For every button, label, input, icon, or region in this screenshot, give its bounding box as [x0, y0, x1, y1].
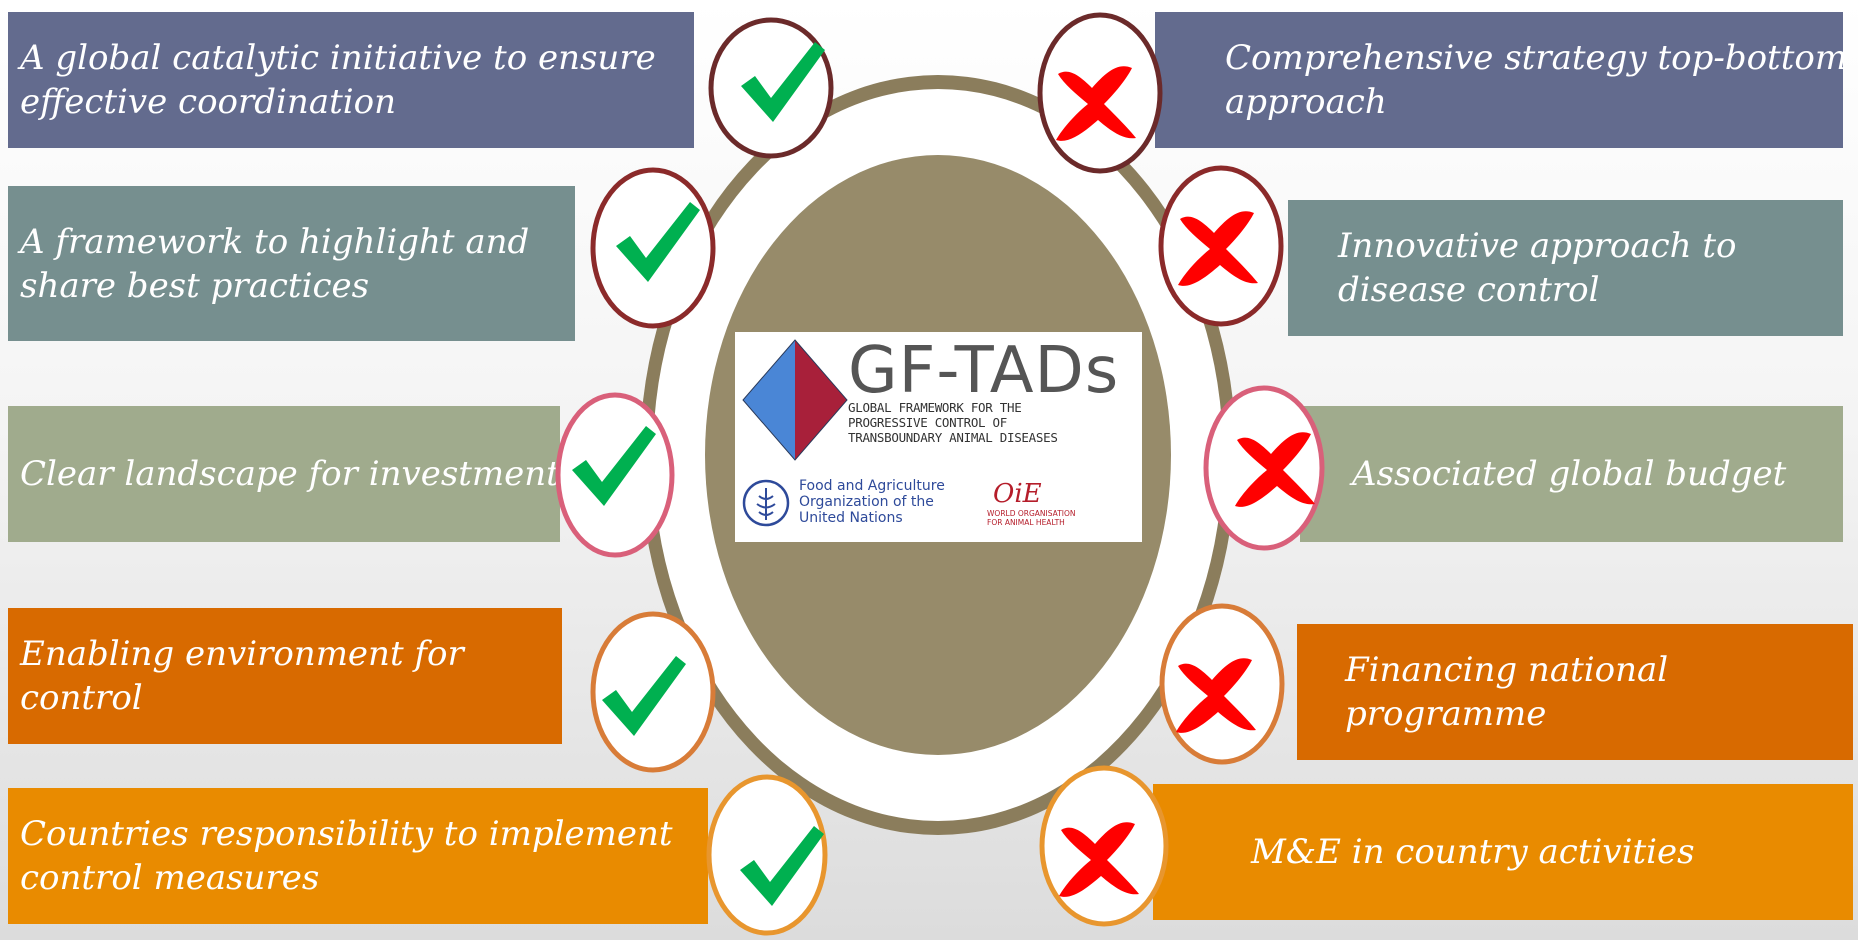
oie-name: WORLD ORGANISATION FOR ANIMAL HEALTH	[987, 509, 1076, 527]
fao-name-line-2: Organization of the	[799, 494, 934, 510]
check-circle-3	[555, 392, 675, 558]
right-item-3: Associated global budget	[1300, 406, 1843, 542]
left-item-2-line-1: A framework to highlight and	[20, 221, 530, 262]
left-item-5-line-1: Countries responsibility to implement	[20, 814, 673, 854]
fao-emblem-icon	[742, 479, 790, 527]
right-item-5-line-1: M&E in country activities	[1251, 832, 1695, 872]
left-item-4-line-2: control	[20, 678, 143, 718]
left-item-1-line-1: A global catalytic initiative to ensure	[20, 38, 656, 78]
gf-tads-diamond-icon	[742, 339, 848, 461]
left-item-2-line-2: share best practices	[20, 265, 370, 306]
fao-name: Food and Agriculture Organization of the…	[799, 478, 945, 526]
gf-tads-logo: GF-TADs GLOBAL FRAMEWORK FOR THE PROGRES…	[735, 332, 1142, 542]
left-item-1-line-2: effective coordination	[20, 82, 396, 122]
cross-circle-4	[1159, 603, 1285, 765]
right-item-4-line-2: programme	[1345, 694, 1547, 734]
left-item-3: Clear landscape for investment	[8, 406, 560, 542]
right-item-2-line-1: Innovative approach to	[1338, 226, 1737, 266]
check-circle-2	[590, 167, 716, 329]
logo-subtitle-line-1: GLOBAL FRAMEWORK FOR THE	[848, 400, 1022, 415]
cross-circle-2	[1158, 165, 1284, 327]
right-item-3-line-1: Associated global budget	[1352, 454, 1787, 494]
logo-subtitle-line-3: TRANSBOUNDARY ANIMAL DISEASES	[848, 430, 1058, 445]
svg-text:OiE: OiE	[993, 479, 1042, 508]
fao-name-line-1: Food and Agriculture	[799, 478, 945, 494]
left-item-5-line-2: control measures	[20, 858, 320, 898]
logo-subtitle-line-2: PROGRESSIVE CONTROL OF	[848, 415, 1007, 430]
left-item-4-line-1: Enabling environment for	[20, 634, 464, 674]
left-item-3-line-1: Clear landscape for investment	[20, 454, 560, 494]
oie-logo-icon: OiE	[993, 479, 1042, 508]
check-circle-5	[706, 774, 828, 936]
cross-circle-5	[1039, 765, 1169, 927]
logo-title: GF-TADs	[848, 334, 1120, 408]
right-item-2-line-2: disease control	[1338, 270, 1600, 310]
right-item-5: M&E in country activities	[1153, 784, 1853, 920]
fao-name-line-3: United Nations	[799, 510, 903, 526]
oie-name-line-1: WORLD ORGANISATION	[987, 509, 1076, 518]
check-circle-4	[590, 611, 716, 773]
right-item-4-line-1: Financing national	[1345, 650, 1669, 690]
cross-circle-3	[1203, 385, 1325, 551]
right-item-1-line-2: approach	[1225, 82, 1387, 122]
check-circle-1	[708, 17, 834, 159]
oie-name-line-2: FOR ANIMAL HEALTH	[987, 518, 1065, 527]
right-item-1-line-1: Comprehensive strategy top-bottom	[1225, 38, 1848, 78]
cross-circle-1	[1037, 12, 1163, 174]
logo-subtitle: GLOBAL FRAMEWORK FOR THE PROGRESSIVE CON…	[848, 400, 1058, 445]
